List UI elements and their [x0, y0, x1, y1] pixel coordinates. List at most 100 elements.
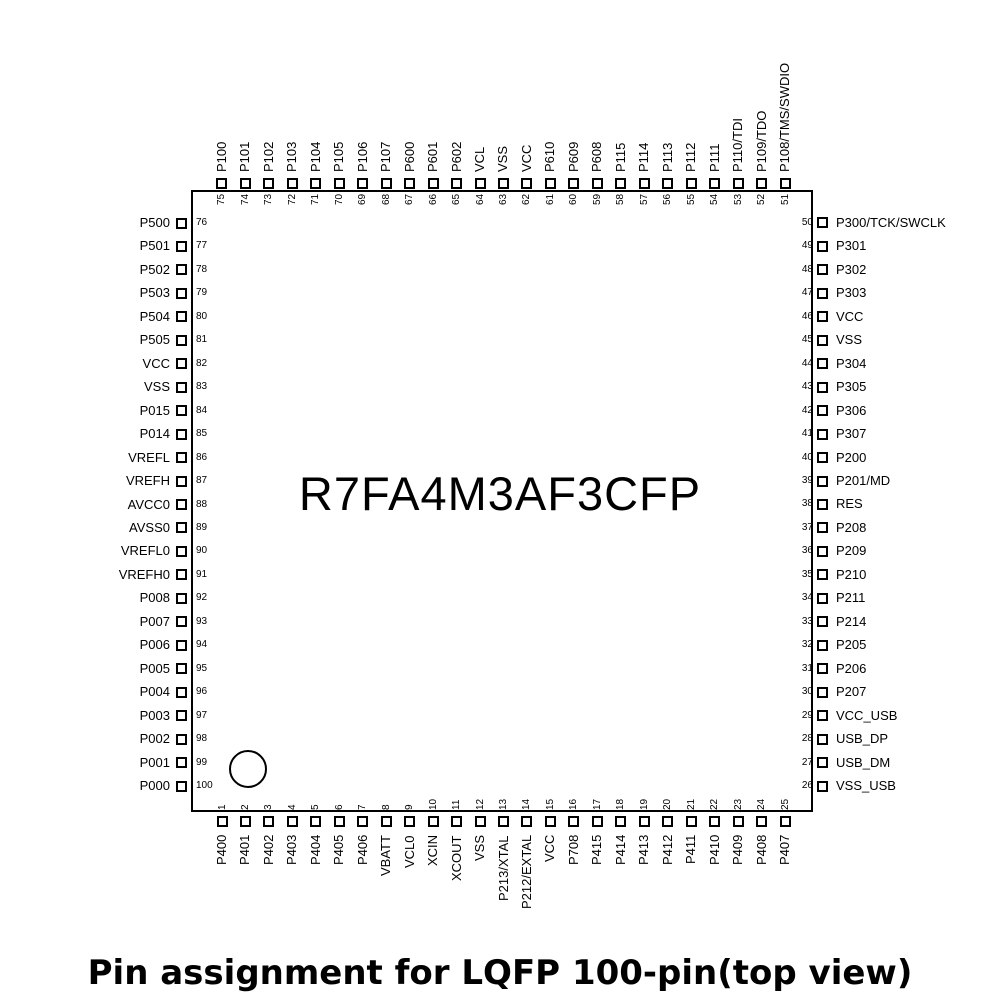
pin-pad [176, 592, 187, 604]
pin-pad [497, 178, 509, 189]
pin-pad [817, 452, 828, 464]
pin-pad [817, 733, 828, 745]
pin-number: 84 [196, 404, 208, 416]
pin-name: P305 [836, 379, 867, 395]
pin-pad [662, 178, 674, 189]
pin-number: 53 [732, 193, 744, 205]
pin-number: 60 [568, 193, 580, 205]
pin-pad [817, 616, 828, 628]
pin-name: P108/TMS/SWDIO [777, 62, 792, 172]
pin-number: 22 [709, 798, 721, 810]
pin-name: VCC [518, 144, 534, 172]
pin-pad [216, 178, 228, 189]
pin-name: P410 [706, 834, 722, 865]
pin-name: P107 [378, 141, 394, 172]
pin-pad [615, 178, 627, 189]
pin-number: 13 [498, 798, 510, 810]
pin-number: 16 [568, 798, 580, 810]
pin-name: P600 [401, 141, 417, 172]
pin-name: P402 [260, 834, 276, 865]
diagram-caption: Pin assignment for LQFP 100-pin(top view… [87, 953, 913, 993]
pin-pad [817, 381, 828, 393]
pin-number: 67 [404, 193, 416, 205]
pin-number: 40 [801, 451, 813, 463]
pin-pad [451, 178, 463, 189]
pin-pad [817, 217, 828, 229]
pin-name: P306 [836, 402, 867, 418]
pin-pad [817, 663, 828, 675]
pin-name: P015 [139, 402, 170, 418]
pin-name: VSS [472, 834, 488, 861]
pin-number: 6 [333, 804, 345, 810]
pin-name: VREFL0 [120, 543, 170, 559]
pin-name: P110/TDI [730, 118, 746, 172]
pin-name: P413 [636, 834, 652, 865]
pin-pad [286, 816, 298, 827]
pin-pad [263, 816, 275, 827]
pin-name: VSS [143, 379, 170, 395]
pin-name: P408 [753, 834, 769, 865]
pin-pad [817, 498, 828, 510]
pin-number: 37 [801, 521, 813, 533]
pin-pad [216, 816, 228, 827]
pin-number: 77 [196, 240, 208, 252]
pin-pad [474, 178, 486, 189]
pin-name: P100 [213, 141, 229, 172]
pin-pad [817, 522, 828, 534]
pin-number: 88 [196, 498, 208, 510]
pin-pad [756, 178, 768, 189]
pin-name: P412 [659, 834, 675, 865]
pin-number: 52 [756, 193, 768, 205]
pin-pad [176, 428, 187, 440]
pin1-indicator-circle [229, 750, 267, 788]
pin-name: XCIN [425, 834, 441, 866]
pin-number: 1 [216, 804, 228, 810]
pin-pad [239, 178, 251, 189]
pin-pad [817, 264, 828, 276]
pin-pad [176, 616, 187, 628]
pin-number: 71 [310, 193, 322, 205]
pin-number: 58 [615, 193, 627, 205]
pin-number: 8 [380, 804, 392, 810]
pin-number: 90 [196, 545, 208, 557]
pin-pad [176, 311, 187, 323]
pin-number: 83 [196, 381, 208, 393]
pin-pad [176, 381, 187, 393]
pin-pad [176, 499, 187, 511]
pin-name: VSS [836, 332, 863, 348]
pin-pad [176, 452, 187, 464]
pin-number: 44 [801, 357, 813, 369]
pin-name: P111 [706, 143, 722, 172]
pin-name: P007 [139, 613, 170, 629]
pin-pad [176, 264, 187, 276]
pin-number: 70 [333, 193, 345, 205]
pin-name: USB_DP [836, 731, 889, 747]
pin-pad [176, 217, 187, 229]
pin-number: 63 [497, 193, 509, 205]
pin-number: 38 [801, 498, 813, 510]
pin-name: P008 [139, 590, 170, 606]
pin-name: P014 [139, 426, 170, 442]
pin-pad [357, 816, 369, 827]
pin-name: P004 [139, 684, 170, 700]
pin-number: 4 [286, 804, 298, 810]
pin-number: 15 [544, 798, 556, 810]
pin-pad [591, 816, 603, 827]
pin-number: 12 [474, 798, 486, 810]
pin-number: 19 [638, 798, 650, 810]
pin-pad [732, 178, 744, 189]
pin-pad [521, 178, 533, 189]
pin-number: 64 [474, 193, 486, 205]
pin-name: P200 [836, 449, 867, 465]
pin-name: P115 [612, 142, 628, 172]
pin-name: P501 [139, 238, 170, 254]
pin-name: VCC [836, 308, 864, 324]
pin-name: P104 [307, 141, 323, 172]
pin-number: 93 [196, 615, 208, 627]
pin-name: P000 [139, 778, 170, 794]
pin-number: 85 [196, 428, 208, 440]
pin-number: 48 [801, 263, 813, 275]
pin-pad [591, 178, 603, 189]
pin-pad [817, 780, 828, 792]
